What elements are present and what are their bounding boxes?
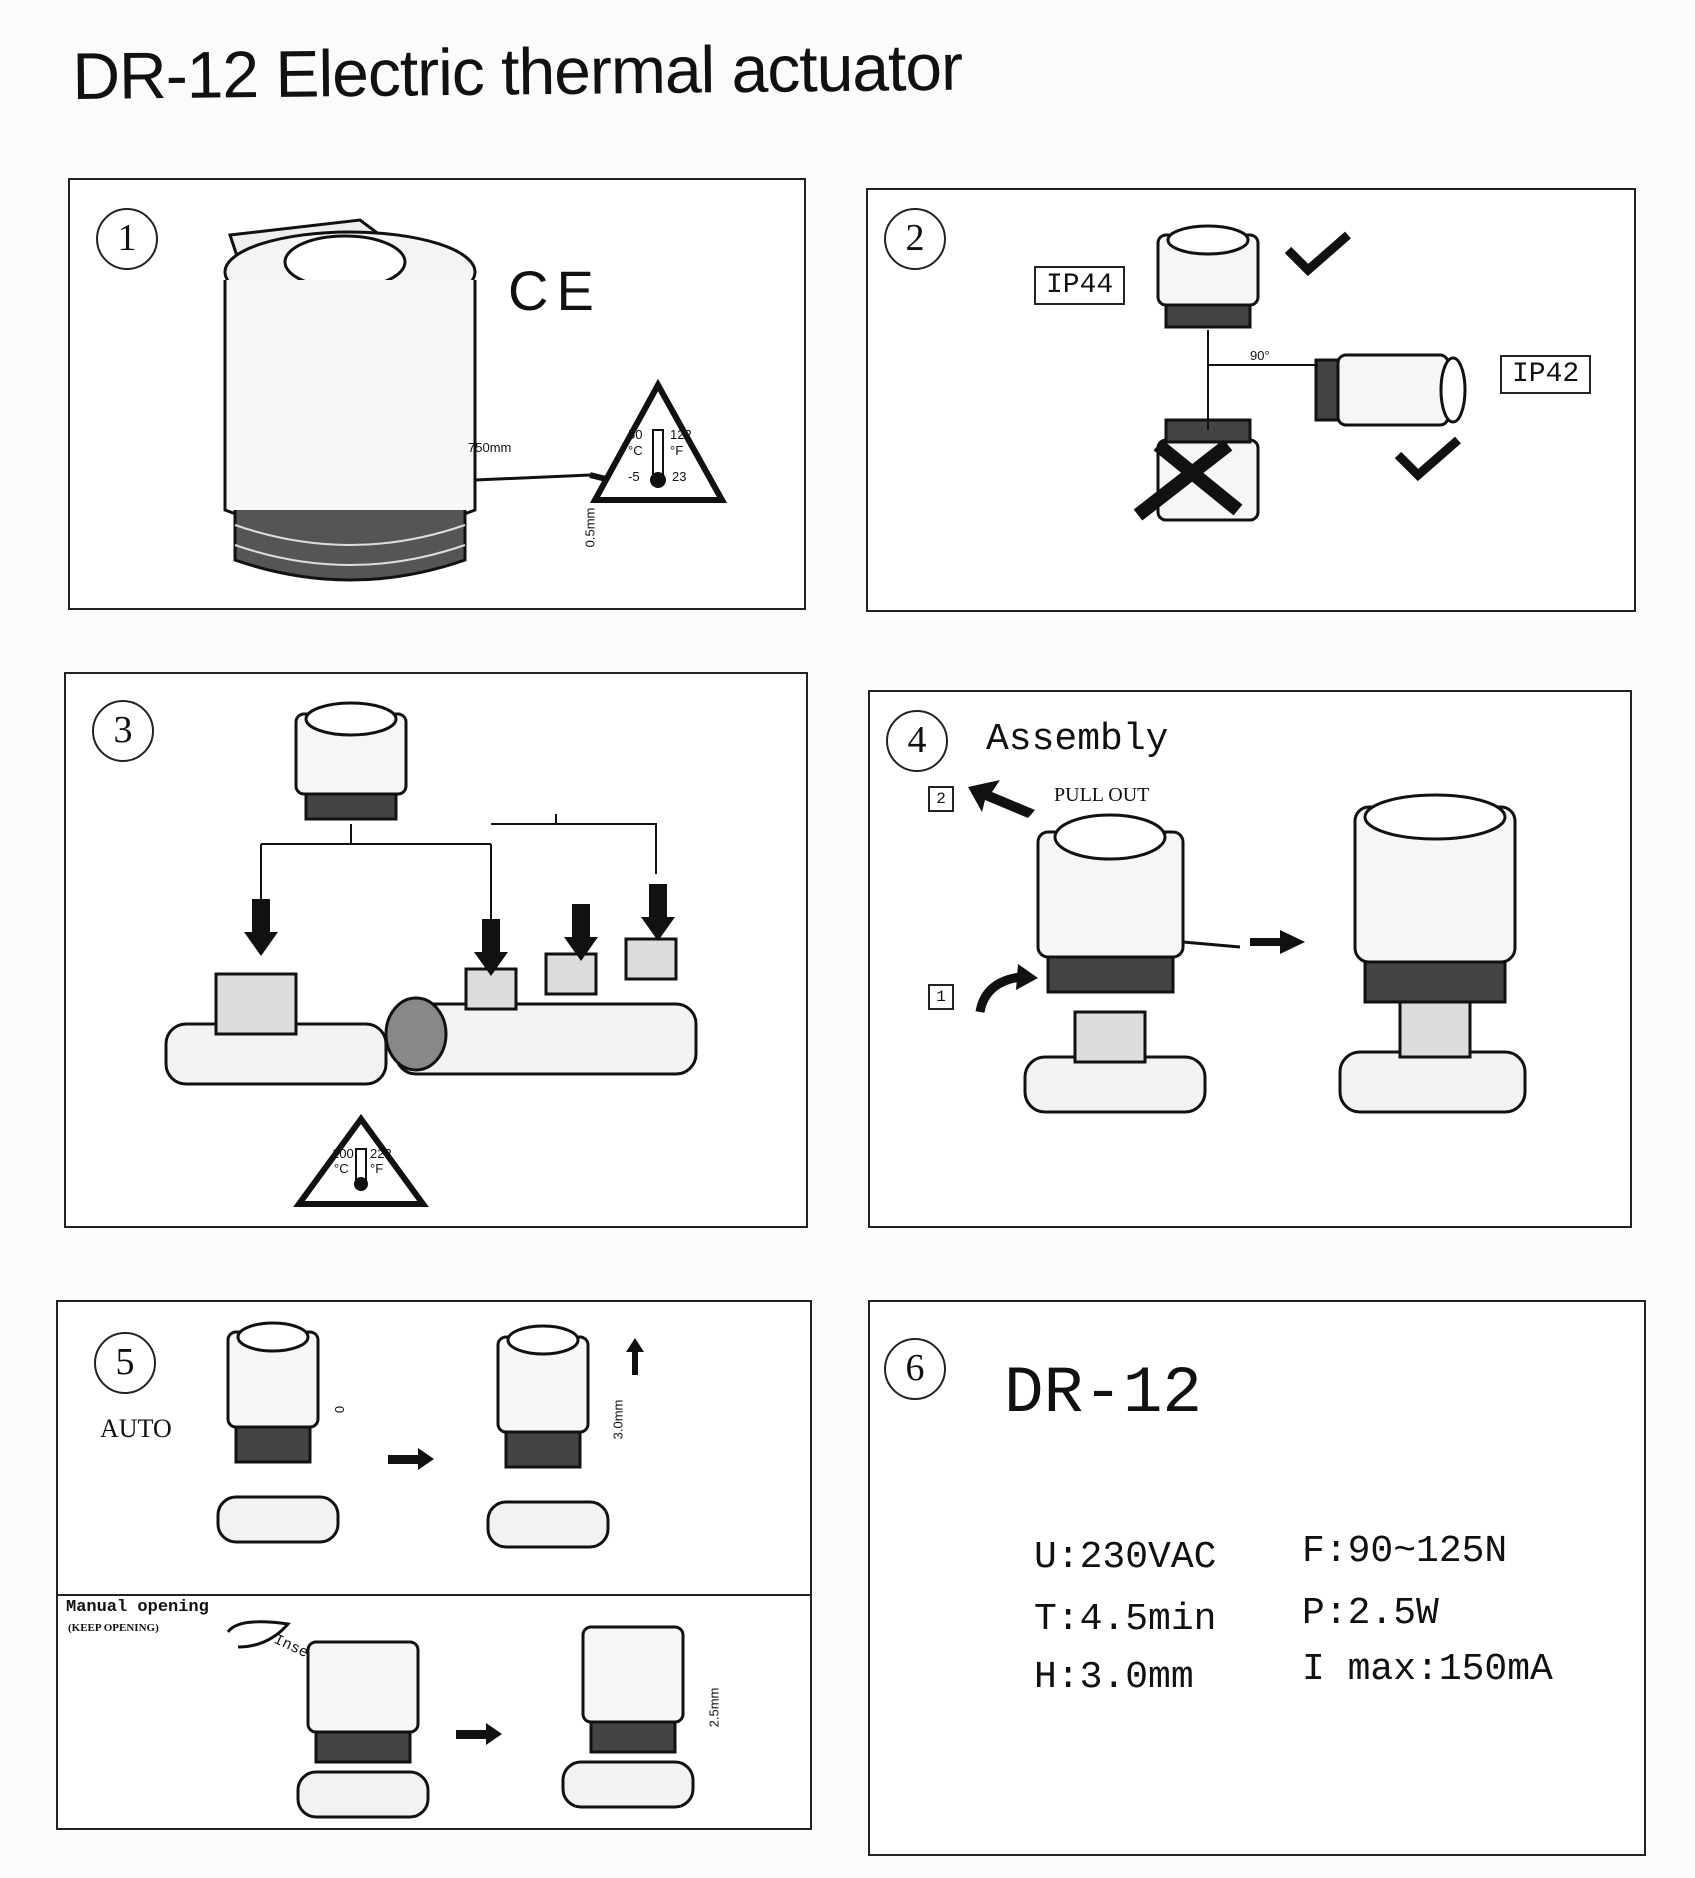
auto-mode-label: AUTO [100,1414,172,1443]
assembly-illustration [968,780,1527,1114]
step-number: 1 [96,208,158,270]
step-one-box: 1 [928,984,954,1010]
temp-c-high: 50 [628,427,643,442]
temp-f-unit: °F [670,443,684,458]
assembly-heading: Assembly [986,718,1169,761]
valve-mounting-illustration [164,701,698,1207]
temp-f-high: 122 [670,427,692,442]
spec-stroke: H:3.0mm [1034,1656,1194,1699]
rating-upright: IP44 [1034,266,1126,305]
manual-opening-label: Manual opening [66,1598,209,1617]
temp-c-unit: °C [628,443,643,458]
model-name: DR-12 [1004,1356,1203,1431]
temp-c-low: -5 [628,469,640,484]
actuator-illustration [223,218,631,582]
temp-f-unit: °F [370,1161,384,1176]
step-number: 6 [884,1338,946,1400]
temp-f: 222 [370,1146,392,1161]
stroke-illustration [216,1321,695,1819]
rating-side: IP42 [1500,355,1592,394]
panel-5: 5 AUTO 0 3.0mm Manual opening (KEEP OPEN… [56,1300,812,1830]
panel-2: 2 IP44 IP42 90° [866,188,1636,612]
temp-c-unit: °C [334,1161,349,1176]
temp-f-low: 23 [672,469,687,484]
cable-length: 750mm [468,440,512,455]
spec-time: T:4.5min [1034,1598,1217,1641]
temp-c: 100 [332,1146,354,1161]
panel-1: 1 CE 750mm 0.5mm 50 122 °C °F -5 23 [68,178,806,610]
section-divider [58,1594,810,1596]
step-number: 3 [92,700,154,762]
orientation-illustration [1133,224,1467,522]
angle-label: 90° [1250,348,1270,363]
panel-4: 4 Assembly 2 PULL OUT 1 [868,690,1632,1228]
step-number: 2 [884,208,946,270]
ce-mark: CE [508,259,602,322]
step-number: 5 [94,1332,156,1394]
keep-opening-label: (KEEP OPENING) [68,1622,159,1634]
panel-6: 6 DR-12 U:230VAC F:90~125N T:4.5min P:2.… [868,1300,1646,1856]
step-number: 4 [886,710,948,772]
spec-current: I max:150mA [1302,1648,1553,1691]
step-two-box: 2 [928,786,954,812]
page-title: DR-12 Electric thermal actuator [72,29,963,113]
panel-3: 3 100 222 °C °F [64,672,808,1228]
temperature-warning-icon [589,378,728,503]
pull-out-label: PULL OUT [1054,784,1150,806]
spec-power: P:2.5W [1302,1592,1439,1635]
spec-voltage: U:230VAC [1034,1536,1217,1579]
spec-force: F:90~125N [1302,1530,1508,1573]
